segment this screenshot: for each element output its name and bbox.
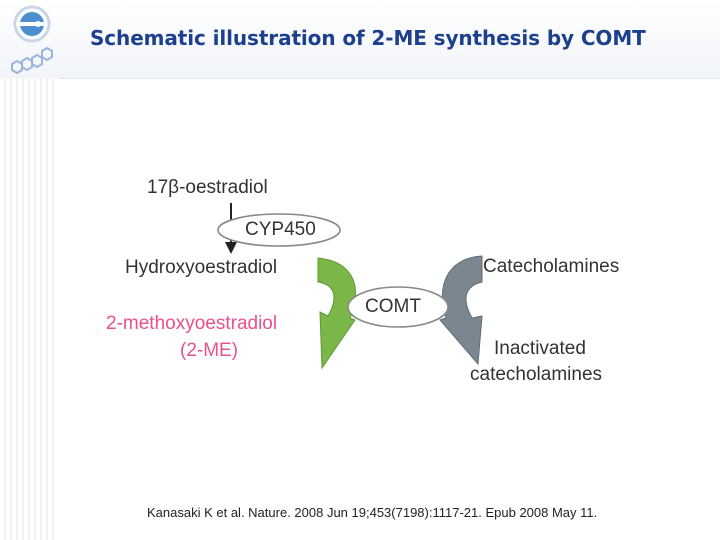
- comt-enzyme-ellipse: [347, 286, 449, 328]
- label-inactivated: Inactivated: [494, 338, 586, 359]
- label-inactivated-catecholamines: catecholamines: [470, 364, 603, 385]
- label-17b-oestradiol: 17β-oestradiol: [147, 177, 268, 198]
- label-comt: COMT: [365, 296, 421, 317]
- left-decorative-stripes: [0, 78, 58, 540]
- slide-title: Schematic illustration of 2-ME synthesis…: [90, 26, 646, 50]
- label-2-methoxyoestradiol: 2-methoxyoestradiol: [106, 313, 278, 334]
- green-conversion-arrow: [317, 257, 357, 370]
- logo-icon: [11, 5, 53, 75]
- citation: Kanasaki K et al. Nature. 2008 Jun 19;45…: [147, 505, 598, 520]
- label-cyp450: CYP450: [245, 219, 316, 240]
- cyp450-enzyme-ellipse: [217, 213, 341, 247]
- label-2-me-abbrev: (2-ME): [180, 340, 239, 361]
- grey-conversion-arrow: [439, 255, 483, 366]
- header-band: [0, 0, 720, 79]
- label-hydroxyoestradiol: Hydroxyoestradiol: [125, 257, 278, 278]
- label-catecholamines: Catecholamines: [483, 256, 620, 277]
